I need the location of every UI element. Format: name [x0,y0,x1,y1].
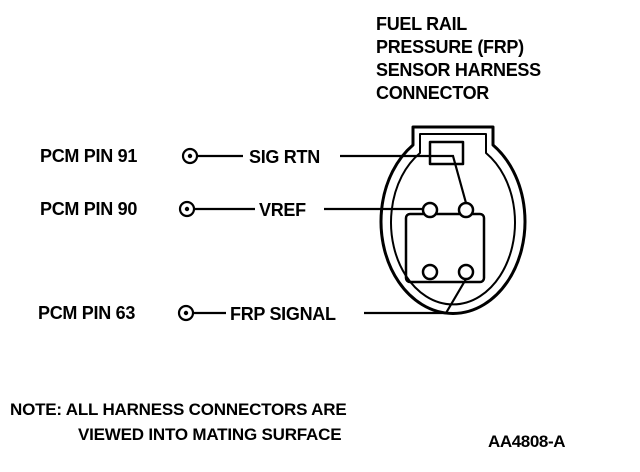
pin-91-terminal-dot [187,153,193,159]
terminal-cavity [404,212,486,284]
frp-signal-wire [364,278,467,315]
pin-63-terminal-dot [183,310,189,316]
reference-code: AA4808-A [488,432,565,451]
note-line-1: NOTE: ALL HARNESS CONNECTORS ARE [10,400,346,419]
terminal-frp-signal [457,263,475,281]
pin-90-terminal-dot [184,206,190,212]
terminal-vref [421,201,439,219]
pin-row-vref: PCM PIN 90 VREF [40,199,423,220]
connector-inner-outline [390,133,516,306]
title-line-3: SENSOR HARNESS [376,60,541,80]
terminal-unused [421,263,439,281]
pin-row-frp-signal: PCM PIN 63 FRP SIGNAL [38,278,467,324]
pcm-pin-91-label: PCM PIN 91 [40,146,137,166]
connector-outer-housing [379,125,527,315]
pcm-pin-90-label: PCM PIN 90 [40,199,137,219]
terminal-sig-rtn [457,201,475,219]
connector-body [379,125,527,315]
note-block: NOTE: ALL HARNESS CONNECTORS ARE VIEWED … [10,400,347,444]
title-line-2: PRESSURE (FRP) [376,37,524,57]
title-line-4: CONNECTOR [376,83,489,103]
note-line-2: VIEWED INTO MATING SURFACE [78,425,341,444]
vref-label: VREF [259,200,306,220]
frp-signal-label: FRP SIGNAL [230,304,336,324]
pin-row-sig-rtn: PCM PIN 91 SIG RTN [40,146,468,204]
pcm-pin-63-label: PCM PIN 63 [38,303,135,323]
connector-title: FUEL RAIL PRESSURE (FRP) SENSOR HARNESS … [376,14,541,103]
title-line-1: FUEL RAIL [376,14,467,34]
sig-rtn-wire [340,154,468,204]
sig-rtn-label: SIG RTN [249,147,320,167]
connector-latch [428,140,465,166]
